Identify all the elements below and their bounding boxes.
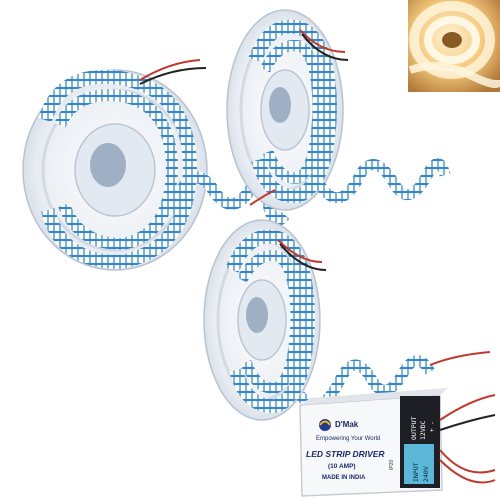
warm-glow-thumbnail [408, 0, 500, 92]
driver-input-value: 240V [422, 466, 430, 482]
driver-rating: (10 AMP) [328, 463, 356, 470]
led-reel-top-middle [226, 9, 451, 211]
driver-side-code: IP20 [389, 459, 395, 470]
driver-output-value: 12VDC [419, 420, 427, 440]
led-reel-bottom [203, 219, 491, 421]
led-strip-icon [315, 158, 451, 204]
driver-title: LED STRIP DRIVER [306, 449, 385, 459]
led-reel-top-left [22, 59, 290, 271]
driver-output-pins: + - [429, 421, 436, 432]
driver-brand: D'Mak [335, 420, 359, 429]
driver-output-label: OUTPUT [410, 416, 418, 440]
driver-origin: MADE IN INDIA [322, 475, 366, 481]
driver-tagline: Empowering Your World [316, 436, 380, 442]
power-driver-icon: D'Mak Empowering Your World LED STRIP DR… [299, 388, 496, 497]
driver-input-label: INPUT [412, 462, 420, 482]
